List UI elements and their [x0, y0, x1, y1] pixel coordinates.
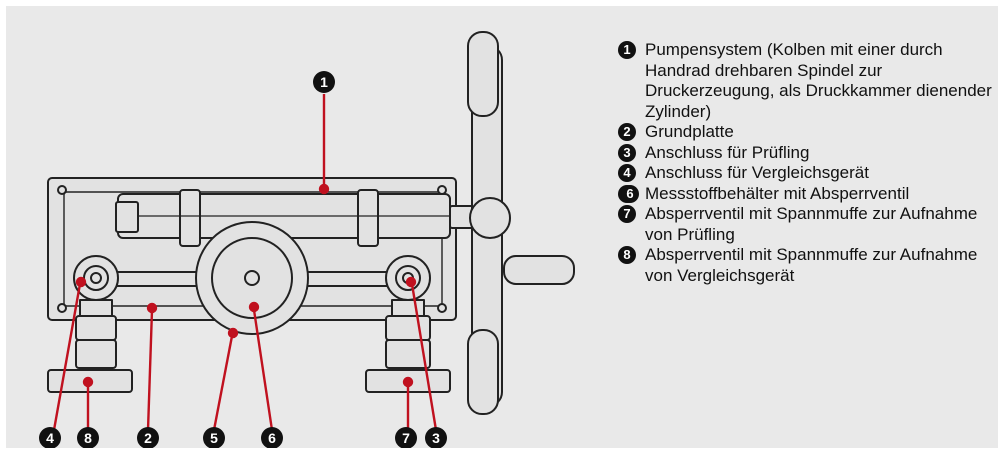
leader-2-line [146, 309, 154, 431]
spindle-nut-shape [115, 201, 139, 233]
callout-6: 6 [261, 427, 283, 448]
legend-item-2: 2 Grundplatte [618, 122, 998, 143]
legend-text: Absperrventil mit Spannmuffe zur Aufnahm… [645, 204, 978, 244]
callout-8-label: 8 [84, 430, 92, 446]
cylinder-clamp-shape [179, 189, 201, 247]
legend-badge: 1 [618, 41, 636, 59]
cylinder-clamp-shape [357, 189, 379, 247]
legend-item-4: 4 Anschluss für Vergleichsgerät [618, 163, 998, 184]
leader-4-dot [75, 276, 87, 288]
reservoir-valve-shape [244, 270, 260, 286]
legend-item-3: 3 Anschluss für Prüfling [618, 143, 998, 164]
callout-3-label: 3 [432, 430, 440, 446]
legend-text: Grundplatte [645, 122, 734, 141]
base-screw-shape [437, 303, 447, 313]
callout-leaders [52, 94, 438, 431]
base-screw-shape [57, 303, 67, 313]
legend-text: Absperrventil mit Spannmuffe zur Aufnahm… [645, 245, 978, 285]
legend-text: Anschluss für Prüfling [645, 142, 810, 162]
legend: 1 Pumpensystem (Kolben mit einer durch H… [618, 40, 998, 286]
left-nut-shape [75, 339, 117, 369]
left-nut-shape [75, 315, 117, 341]
legend-badge: 2 [618, 123, 636, 141]
callout-1-label: 1 [320, 74, 328, 90]
legend-badge: 8 [618, 246, 636, 264]
legend-text: Anschluss für Vergleichsgerät [645, 163, 869, 182]
callout-2-label: 2 [144, 430, 152, 446]
legend-badge: 3 [618, 143, 636, 162]
callout-1: 1 [313, 71, 335, 93]
legend-text: Messstoffbehälter mit Absperrventil [645, 183, 910, 203]
callout-2: 2 [137, 427, 159, 448]
leader-3-dot [405, 276, 417, 288]
callout-badges: 1 4 8 2 5 6 7 [39, 71, 447, 448]
callout-5: 5 [203, 427, 225, 448]
callout-6-label: 6 [268, 430, 276, 446]
callout-5-label: 5 [210, 430, 218, 446]
leader-5-dot [227, 327, 239, 339]
leader-2-dot [146, 302, 158, 314]
callout-3: 3 [425, 427, 447, 448]
leader-1-dot [318, 183, 330, 195]
leader-6-line [252, 309, 274, 431]
legend-item-1: 1 Pumpensystem (Kolben mit einer durch H… [618, 40, 998, 122]
handwheel-hub-shape [469, 197, 511, 239]
legend-item-7: 7 Absperrventil mit Spannmuffe zur Aufna… [618, 204, 998, 245]
pressure-tester-drawing: 1 4 8 2 5 6 7 [39, 31, 575, 448]
legend-item-8: 8 Absperrventil mit Spannmuffe zur Aufna… [618, 245, 998, 286]
base-screw-shape [437, 185, 447, 195]
leader-6-dot [248, 301, 260, 313]
leader-7-dot [402, 376, 414, 388]
callout-4: 4 [39, 427, 61, 448]
handwheel-grip-shape [467, 31, 499, 117]
callout-4-label: 4 [46, 430, 54, 446]
callout-8: 8 [77, 427, 99, 448]
right-nut-shape [385, 315, 431, 341]
right-stem-shape [391, 299, 425, 317]
callout-7-label: 7 [402, 430, 410, 446]
legend-text: Pumpensystem (Kolben mit einer durch Han… [645, 40, 992, 121]
leader-4-line [52, 283, 82, 431]
legend-ref-badge: 6 [621, 184, 639, 203]
figure-panel: 1 4 8 2 5 6 7 [6, 6, 998, 448]
base-screw-shape [57, 185, 67, 195]
left-valve-core-shape [90, 272, 102, 284]
handwheel-handle-shape [503, 255, 575, 285]
left-stem-shape [79, 299, 113, 317]
handwheel-grip-shape [467, 329, 499, 415]
right-nut-shape [385, 339, 431, 369]
legend-item-5: 5 Messstoffbehälter mit Absperrventil 6 [618, 184, 998, 205]
leader-8-dot [82, 376, 94, 388]
legend-badge: 7 [618, 205, 636, 223]
callout-7: 7 [395, 427, 417, 448]
leader-3-line [410, 283, 438, 431]
legend-badge: 4 [618, 164, 636, 182]
leader-5-line [212, 335, 234, 431]
